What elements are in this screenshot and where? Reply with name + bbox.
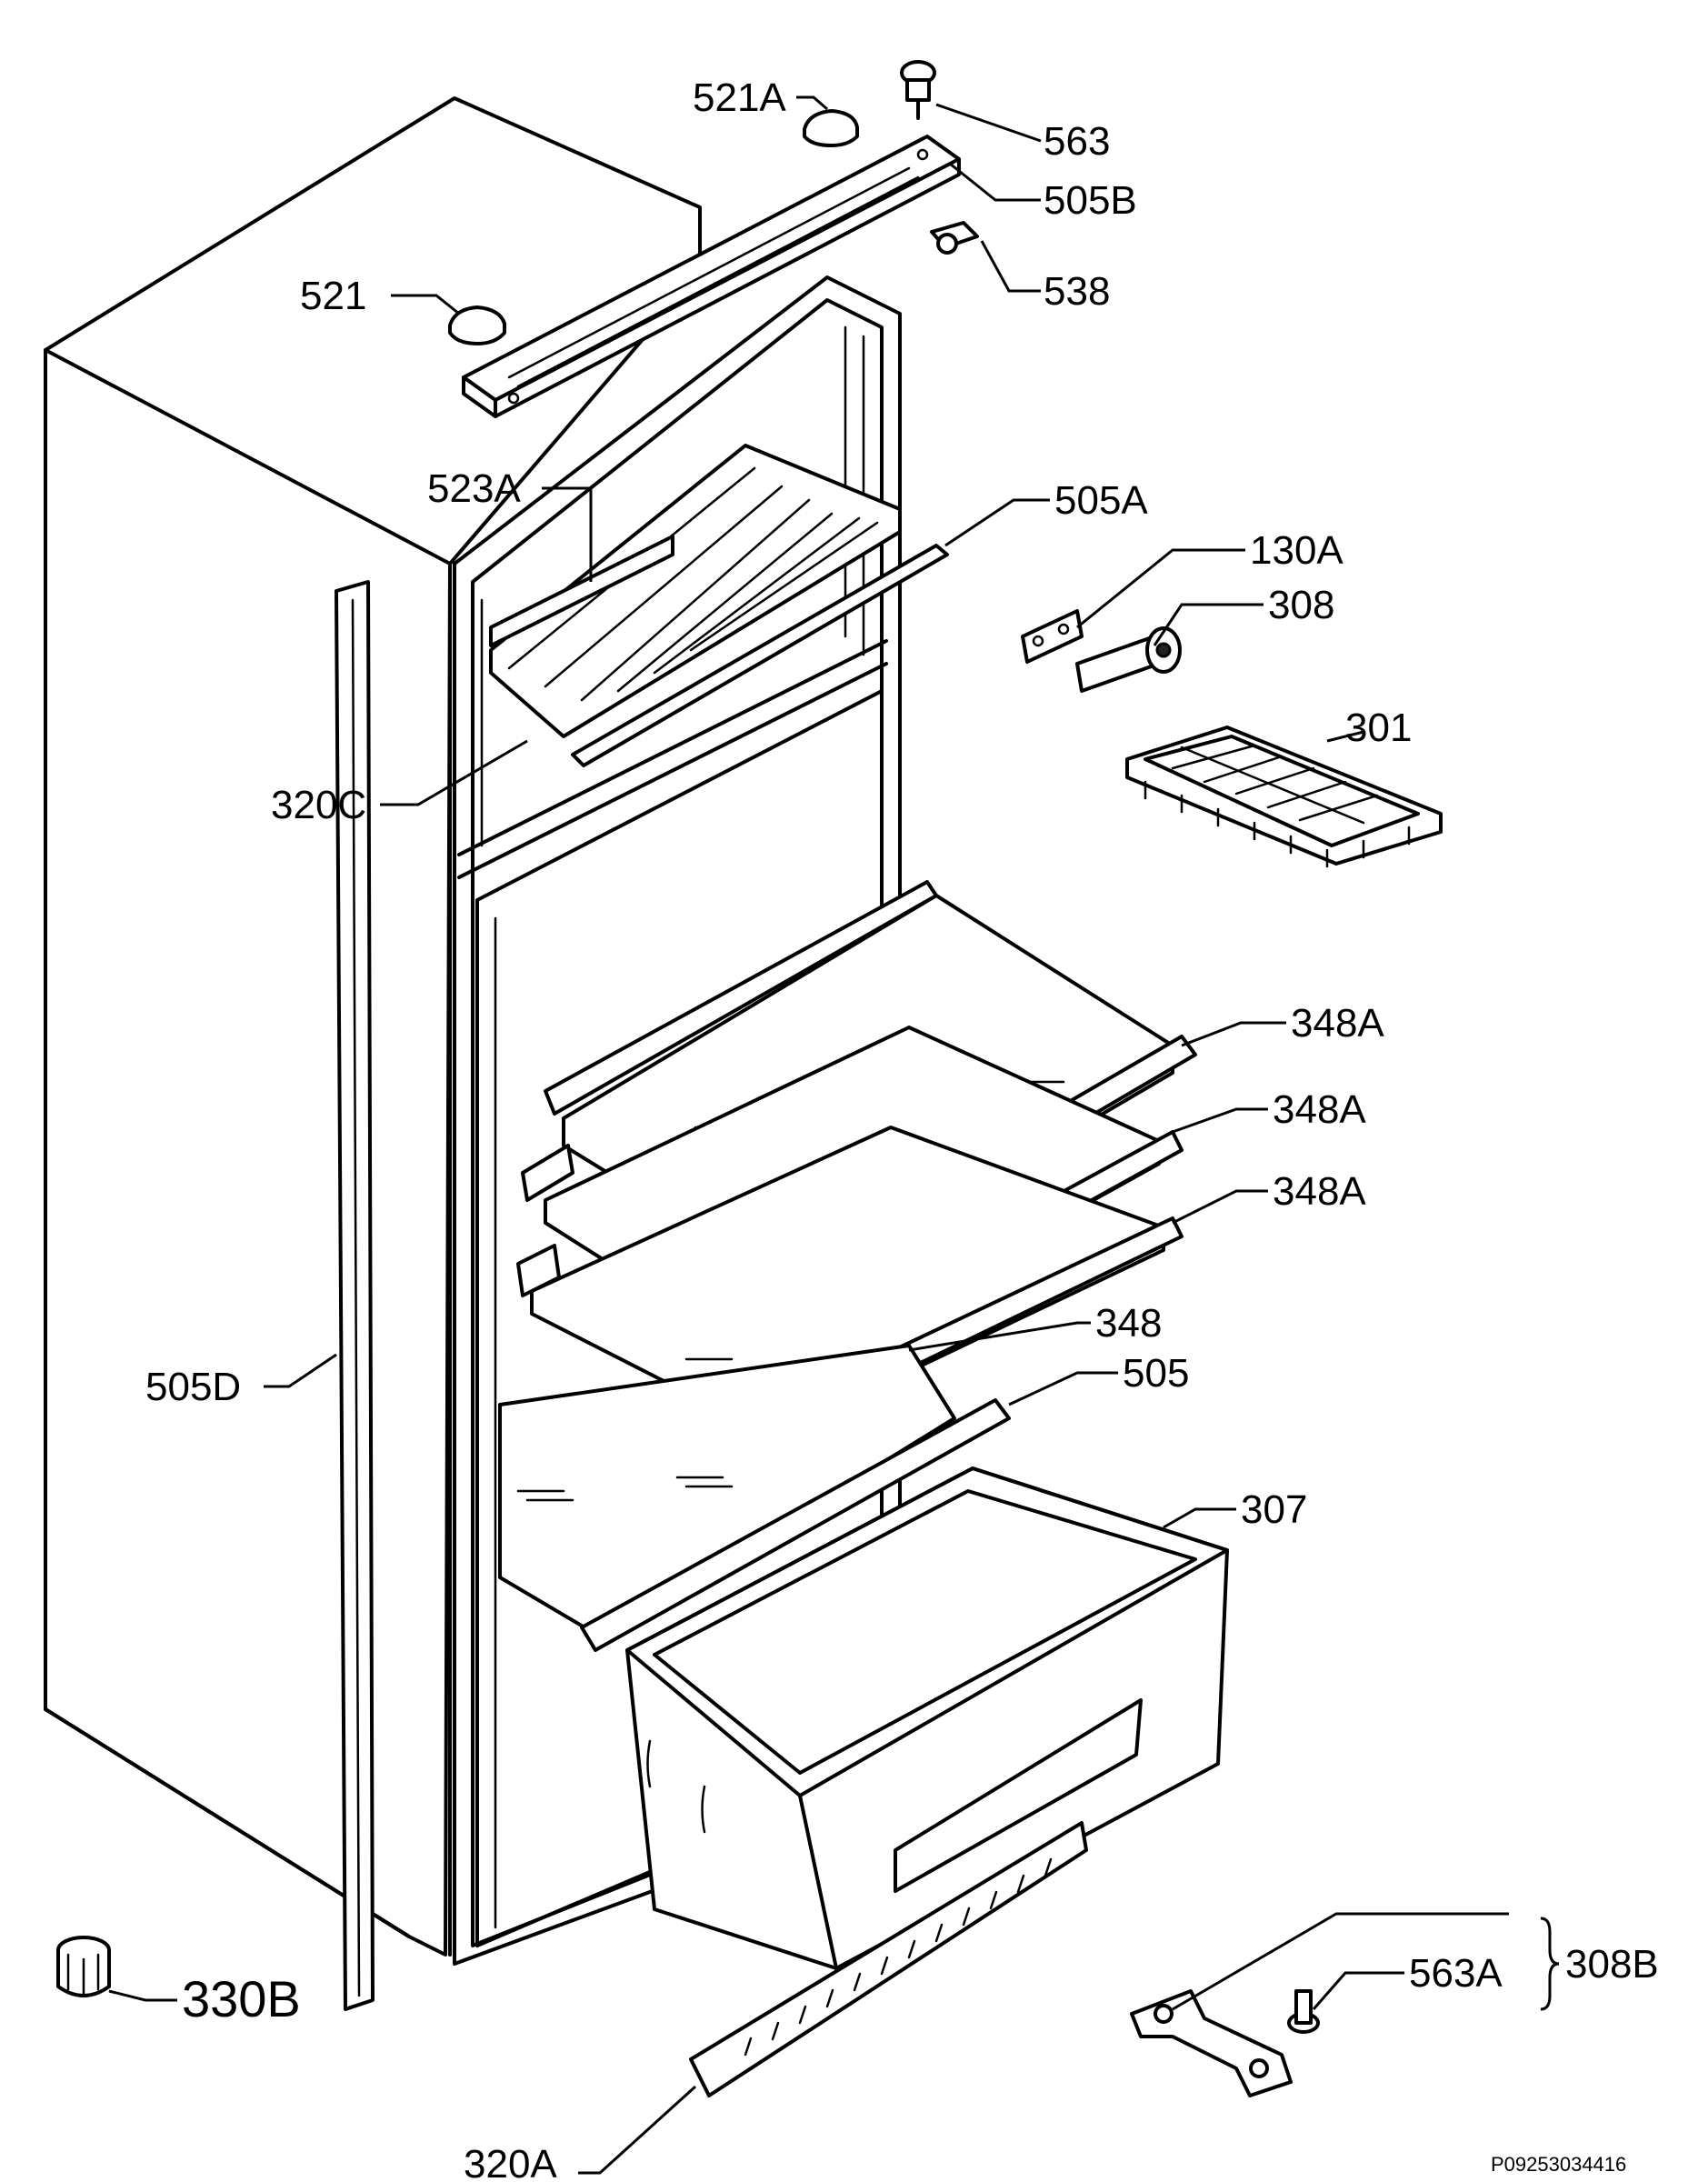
door-seal-505d (335, 580, 375, 2011)
hinge-308 (1075, 626, 1182, 693)
label-320c: 320C (271, 783, 366, 827)
label-348: 348 (1095, 1301, 1162, 1346)
trim-505 (580, 1398, 1011, 1652)
label-538: 538 (1044, 269, 1110, 314)
label-320a: 320A (464, 2142, 557, 2182)
label-563a: 563A (1409, 1951, 1503, 1996)
label-521a: 521A (693, 75, 786, 120)
label-308b: 308B (1565, 1942, 1659, 1987)
screw-563a (1287, 1989, 1320, 2034)
label-330b: 330B (182, 1970, 301, 2027)
label-130a: 130A (1250, 528, 1343, 573)
label-505d: 505D (145, 1365, 241, 1409)
ice-tray-301 (1125, 726, 1443, 868)
label-301: 301 (1345, 706, 1412, 750)
label-307: 307 (1241, 1487, 1307, 1532)
vegetable-drawer-307 (625, 1466, 1229, 1970)
label-348a-1: 348A (1291, 1001, 1384, 1046)
freezer-shelf-523a (489, 444, 902, 738)
plate-130a (1021, 609, 1084, 664)
part-labels: 521A 563 505B 538 521 523A 505A 130A 308… (145, 75, 1659, 2182)
label-348a-2: 348A (1273, 1087, 1366, 1132)
label-308: 308 (1268, 583, 1334, 627)
reference-code: P09253034416 (1491, 2153, 1626, 2176)
bottom-hinge (1130, 1989, 1293, 2097)
label-348a-3: 348A (1273, 1169, 1366, 1214)
label-563: 563 (1044, 119, 1110, 164)
kick-plate-320a (689, 1821, 1088, 2097)
bracket-538 (930, 221, 979, 255)
pin-563 (900, 60, 936, 120)
cap-521a (803, 109, 859, 147)
trim-505a (571, 544, 949, 767)
top-hinge-bar-505b (462, 135, 961, 418)
label-505b: 505B (1044, 178, 1137, 223)
leader-lines (108, 95, 1560, 2175)
label-521: 521 (300, 274, 366, 318)
label-505: 505 (1123, 1351, 1189, 1396)
cap-521 (448, 305, 506, 345)
foot-330b (56, 1936, 111, 1997)
label-505a: 505A (1054, 478, 1148, 523)
label-523a: 523A (427, 466, 521, 511)
